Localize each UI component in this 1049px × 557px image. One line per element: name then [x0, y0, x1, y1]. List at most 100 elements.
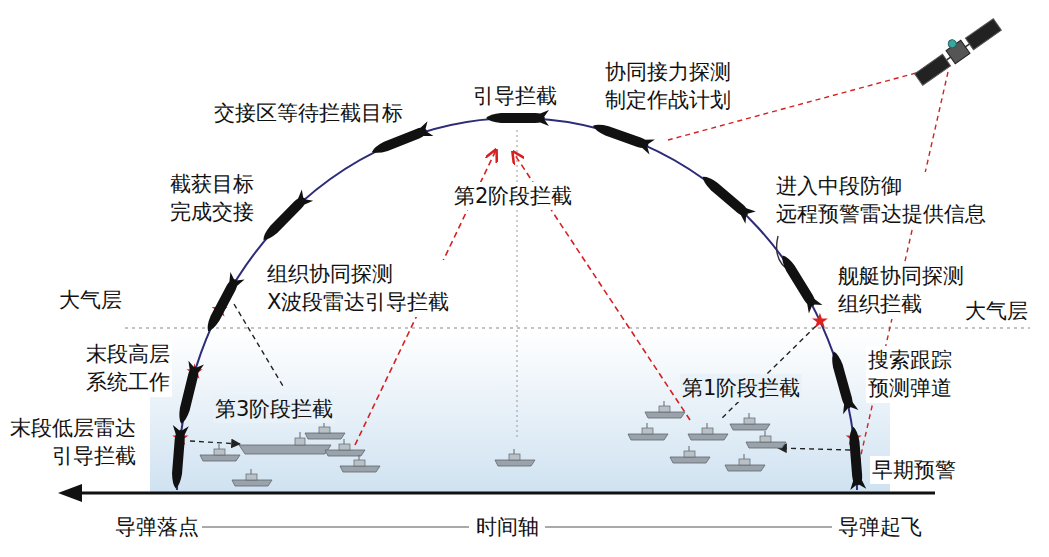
missile-body [848, 426, 863, 486]
ship-mast [707, 423, 708, 428]
ship-mast [664, 401, 665, 406]
ship-icon [628, 423, 668, 440]
missile-body [700, 173, 751, 219]
missile-fin [804, 297, 823, 314]
missile-icon [173, 361, 204, 426]
missile-body [260, 194, 308, 243]
missile-body [171, 429, 186, 489]
missile-fin [539, 110, 549, 126]
ship-hull [670, 457, 710, 463]
ship-bridge [214, 449, 225, 455]
annotation-label: 第3阶段拦截 [213, 395, 335, 423]
missile-icon [486, 110, 549, 126]
trajectory-arc [177, 118, 857, 490]
ship-hull [239, 445, 331, 454]
ship-icon [645, 401, 685, 418]
ship-hull [628, 434, 668, 440]
ship-icon [495, 449, 535, 466]
missile-body [591, 121, 650, 150]
ship-hull [746, 442, 786, 448]
missile-fin [226, 272, 245, 288]
ship-mast [749, 413, 750, 418]
ship-hull [495, 460, 535, 466]
ship-hull [305, 433, 345, 439]
ship-icon [730, 413, 770, 430]
annotation-label: 末段低层雷达 引导拦截 [8, 414, 138, 471]
ship-bridge [702, 428, 713, 434]
ship-mast [647, 423, 648, 428]
ship-icon [325, 439, 365, 456]
missile-icon [698, 171, 756, 224]
missile-fin [186, 361, 204, 375]
annotation-label: 截获目标 完成交接 [168, 170, 256, 227]
missile-body [176, 365, 200, 425]
missile-fin [418, 121, 433, 140]
ship-bridge [739, 459, 750, 465]
ship-hull [725, 465, 765, 471]
missile-body [370, 125, 429, 156]
ship-icon [688, 423, 728, 440]
annotation-label: 早期预警 [870, 456, 958, 484]
missile-icon [845, 426, 866, 490]
ship-bridge [509, 454, 520, 460]
missile-fin [295, 189, 313, 207]
ship-bridge [760, 436, 771, 442]
ship-hull [200, 455, 240, 461]
missile-fin [849, 479, 866, 490]
missile-icon [590, 118, 655, 154]
ship-mast [344, 439, 345, 444]
missile-fin [172, 425, 189, 436]
ship-bridge [354, 460, 365, 466]
guidance-line [778, 448, 850, 450]
guidance-line [190, 441, 240, 444]
missile-icon [168, 425, 189, 489]
ship-bridge [339, 444, 350, 450]
missile-body [778, 253, 817, 308]
missile-body [204, 277, 240, 334]
missile-icon [826, 349, 858, 414]
annotation-label: 交接区等待拦截目标 [212, 99, 405, 127]
annotation-label: 时间轴 [474, 513, 541, 541]
ship-bridge [295, 438, 305, 445]
event-star [812, 313, 828, 328]
ship-mast [251, 469, 252, 474]
annotation-label: 大气层 [57, 286, 124, 314]
ship-hull [645, 412, 685, 418]
ship-mast [765, 431, 766, 436]
ship-bridge [246, 474, 257, 480]
sea-area [150, 330, 890, 493]
axis-guide [545, 527, 832, 528]
ship-bridge [659, 406, 670, 412]
ship-icon [725, 454, 765, 471]
annotation-label: 末段高层 系统工作 [84, 340, 172, 397]
ship-bridge [744, 418, 755, 424]
annotation-label: 协同接力探测 制定作战计划 [603, 58, 733, 115]
ship-icon [232, 469, 272, 486]
annotation-label: 组织协同探测 X波段雷达引导拦截 [265, 260, 451, 317]
annotation-label: 大气层 [963, 297, 1030, 325]
annotation-label: 第2阶段拦截 [452, 182, 574, 210]
annotation-label: 搜索跟踪 预测弹道 [866, 346, 954, 403]
ship-mast [359, 455, 360, 460]
ship-bridge [642, 428, 653, 434]
ship-mast [689, 446, 690, 451]
ship-mast [300, 432, 301, 438]
ship-icon [340, 455, 380, 472]
satellite [911, 13, 1002, 86]
time-axis-head [58, 484, 82, 502]
annotation-label: 舰艇协同探测 组织拦截 [836, 262, 966, 319]
time-axis [78, 492, 935, 495]
missile-fin [840, 400, 858, 414]
atmosphere-line [125, 327, 1030, 328]
annotation-label: 引导拦截 [471, 82, 559, 110]
annotation-label: 导弹落点 [113, 513, 201, 541]
guidance-line [722, 326, 816, 418]
ship-hull [730, 424, 770, 430]
ship-mast [514, 449, 515, 454]
ship-icon [305, 422, 345, 439]
ship-icon [200, 444, 240, 461]
missile-icon [258, 189, 314, 245]
missile-fin [738, 205, 756, 224]
ship-hull [340, 466, 380, 472]
